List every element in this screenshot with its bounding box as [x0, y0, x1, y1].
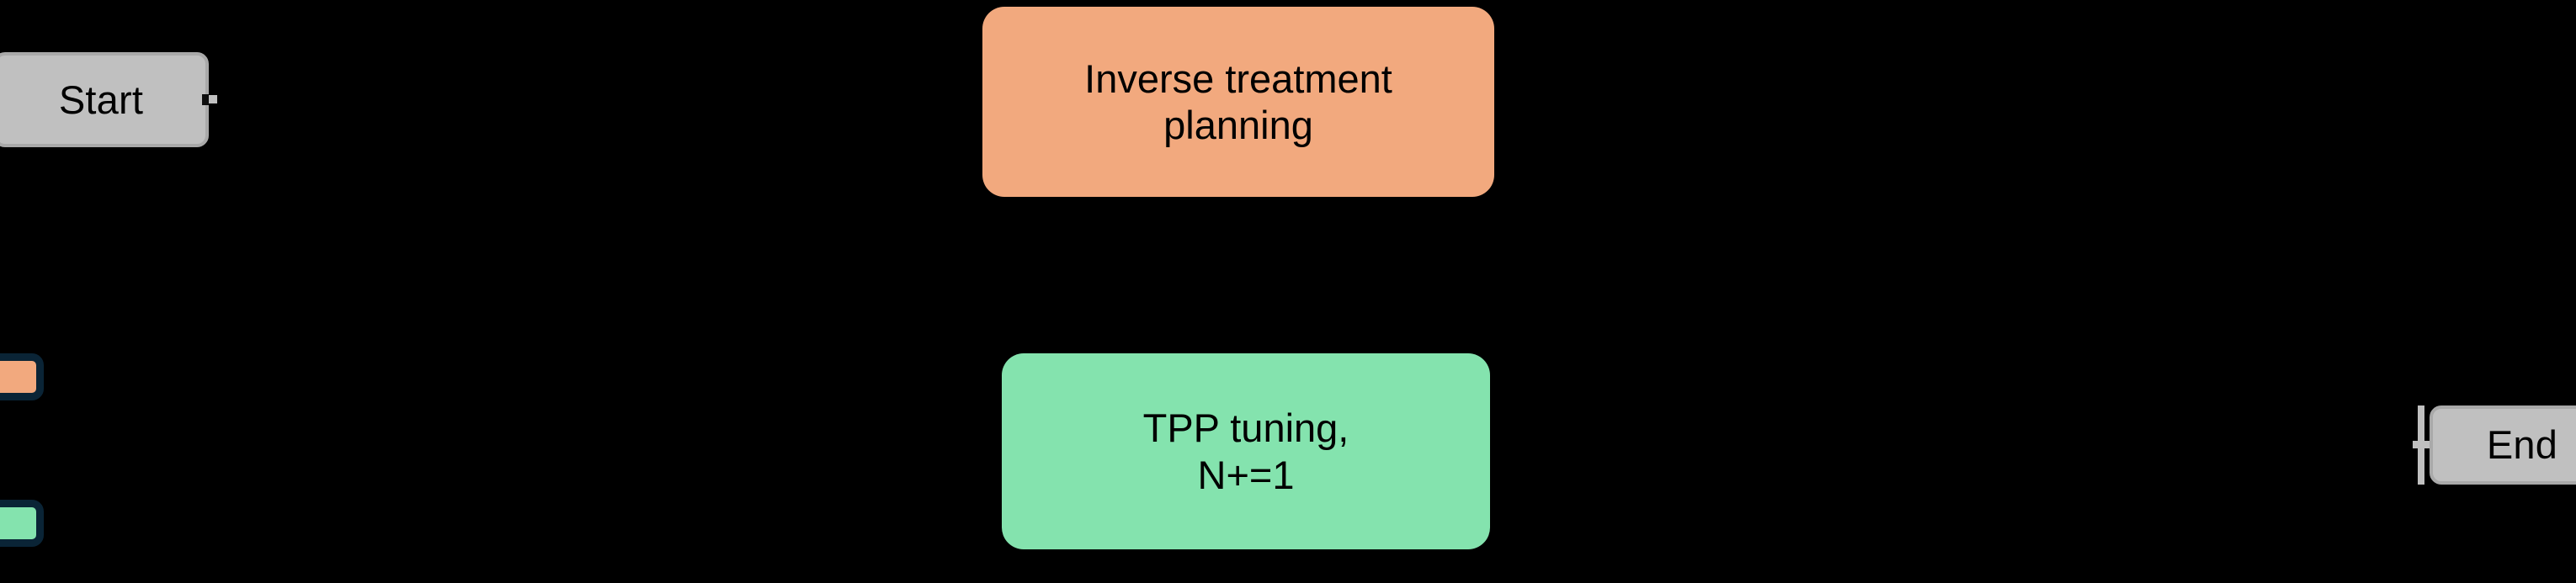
legend-swatch-tpp-tuning: [0, 500, 44, 547]
end-incoming-arrow-gap: [2406, 437, 2414, 449]
end-incoming-arrow: [2413, 441, 2431, 448]
node-start[interactable]: Start: [0, 52, 209, 147]
start-arrow-notch-icon: [202, 94, 209, 105]
start-outgoing-arrow: [209, 95, 217, 103]
legend-swatch-inverse-treatment-planning: [0, 353, 44, 400]
node-inverse-treatment-planning[interactable]: Inverse treatment planning: [982, 7, 1494, 197]
node-tpp-tuning[interactable]: TPP tuning, N+=1: [1002, 353, 1490, 549]
node-end[interactable]: End: [2430, 405, 2576, 485]
